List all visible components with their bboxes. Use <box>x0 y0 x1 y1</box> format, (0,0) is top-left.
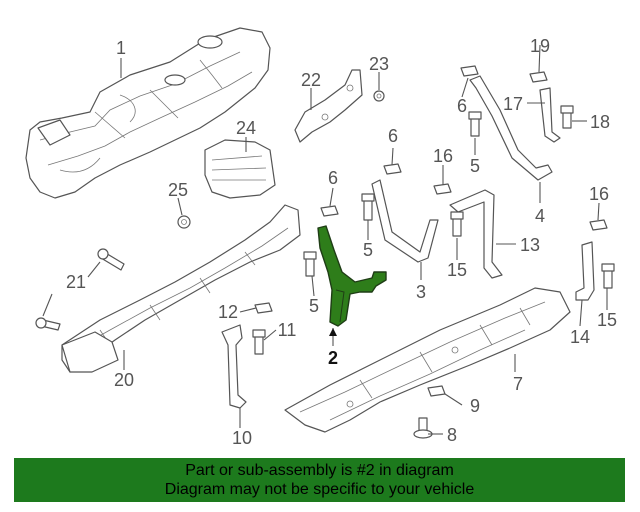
info-banner: Part or sub-assembly is #2 in diagram Di… <box>14 458 625 502</box>
callout-6a: 6 <box>457 96 467 116</box>
callout-11: 11 <box>278 320 297 340</box>
heat-shield-24-part <box>204 139 276 199</box>
strap-4-part <box>469 75 553 181</box>
bracket-17-part <box>539 87 561 143</box>
clip-parts <box>254 65 608 397</box>
callout-4: 4 <box>535 206 545 226</box>
callout-17: 17 <box>503 94 523 114</box>
callout-1: 1 <box>116 38 126 58</box>
strap-2-highlighted-part <box>317 225 387 327</box>
skid-plate-7-part <box>284 287 571 433</box>
callout-6c: 6 <box>328 168 338 188</box>
callout-15a: 15 <box>447 260 467 280</box>
callout-6b: 6 <box>388 126 398 146</box>
callout-9: 9 <box>470 396 480 416</box>
callout-25: 25 <box>168 180 188 200</box>
strap-13-part <box>449 189 503 279</box>
leader-lines <box>42 44 608 435</box>
parts-diagram: 1 2 3 4 5 5 5 6 6 6 7 8 9 10 11 12 13 14… <box>25 27 617 448</box>
callout-14: 14 <box>570 327 590 347</box>
skid-rail-20-part <box>61 204 301 373</box>
callout-12: 12 <box>218 302 238 322</box>
callout-22: 22 <box>301 70 321 90</box>
fuel-tank-part <box>25 27 271 199</box>
callout-13: 13 <box>520 235 540 255</box>
callout-10: 10 <box>232 428 252 448</box>
callout-24: 24 <box>236 118 256 138</box>
banner-line-1: Part or sub-assembly is #2 in diagram <box>185 462 454 479</box>
bolt-21-part <box>35 248 125 331</box>
nut-25-part <box>177 215 191 229</box>
banner-line-2: Diagram may not be specific to your vehi… <box>164 481 475 498</box>
bolt-8-part <box>413 417 433 439</box>
callout-2: 2 <box>328 348 338 368</box>
callout-23: 23 <box>369 54 389 74</box>
bolt-23-part <box>373 90 385 102</box>
strap-3-part <box>371 179 439 263</box>
callout-15b: 15 <box>597 310 617 330</box>
callout-8: 8 <box>447 425 457 445</box>
callout-5b: 5 <box>363 240 373 260</box>
bolt-parts <box>252 105 615 355</box>
callout-5c: 5 <box>309 296 319 316</box>
callout-20: 20 <box>114 370 134 390</box>
callout-5a: 5 <box>470 156 480 176</box>
callout-3: 3 <box>416 282 426 302</box>
bracket-10-part <box>221 324 247 409</box>
arrow-heads <box>329 328 337 336</box>
callout-21: 21 <box>66 272 86 292</box>
bracket-14-part <box>575 241 595 301</box>
bracket-22-part <box>294 69 363 143</box>
callout-18: 18 <box>590 112 610 132</box>
callout-19: 19 <box>530 36 550 56</box>
callout-16b: 16 <box>589 184 609 204</box>
callout-16a: 16 <box>433 146 453 166</box>
callout-7: 7 <box>513 374 523 394</box>
